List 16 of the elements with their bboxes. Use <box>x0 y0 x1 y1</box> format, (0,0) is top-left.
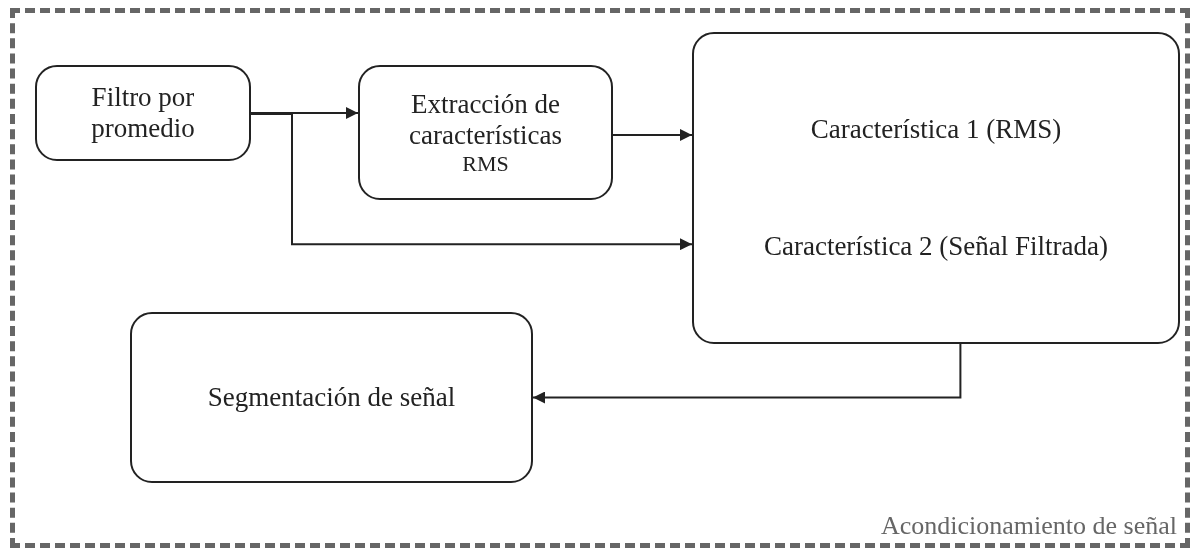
arrow <box>250 107 359 119</box>
box-label: Característica 2 (Señal Filtrada) <box>763 231 1109 263</box>
group-label: Acondicionamiento de señal <box>880 511 1177 541</box>
arrow <box>250 113 693 251</box>
arrow <box>612 128 693 141</box>
process-box <box>130 312 533 483</box>
group-frame <box>10 8 1190 548</box>
process-box <box>692 32 1180 344</box>
process-box <box>358 65 613 200</box>
box-label: Extracción de características <box>408 88 563 151</box>
box-label: Filtro por promedio <box>90 81 196 145</box>
arrow <box>532 343 962 404</box>
box-label: Característica 1 (RMS) <box>810 113 1062 145</box>
box-subtitle: RMS <box>462 150 509 177</box>
box-label: Segmentación de señal <box>207 381 456 413</box>
process-box <box>35 65 251 161</box>
